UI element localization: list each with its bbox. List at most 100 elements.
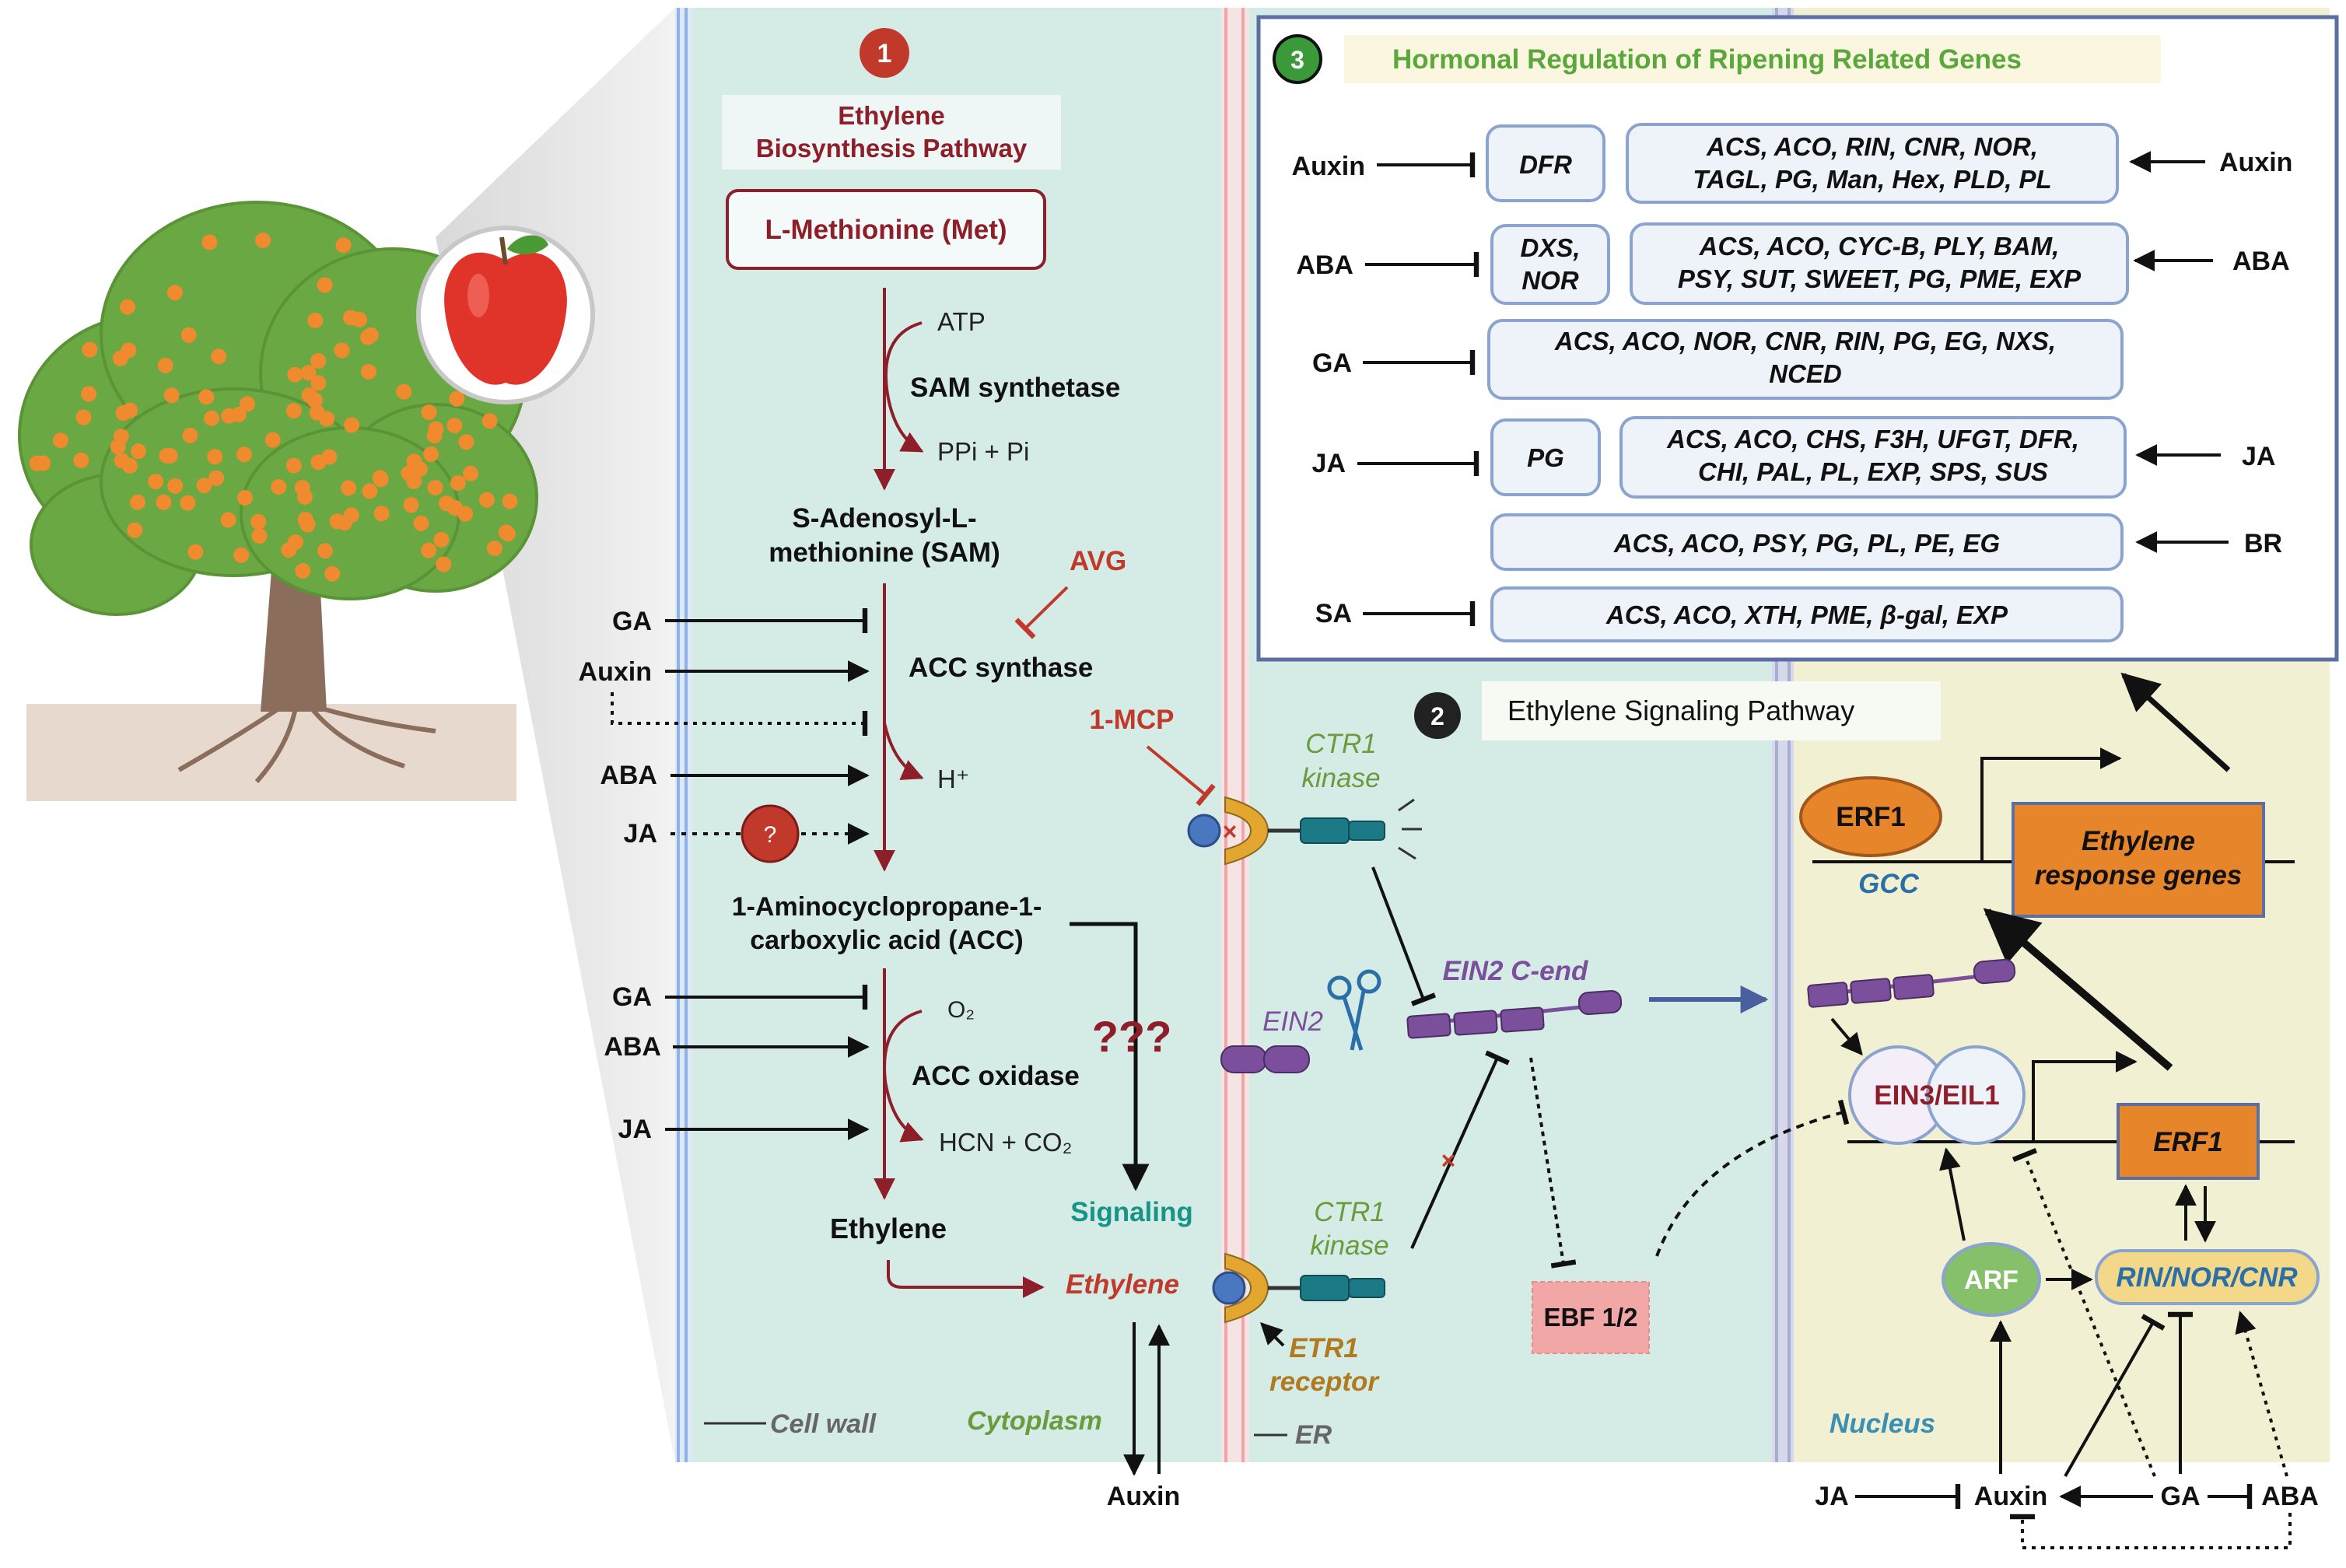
met-box: [726, 189, 1046, 270]
auxin-dotted-inhibit: [611, 692, 868, 736]
row5-genes: ACS, ACO, PSY, PG, PL, PE, EG: [1613, 529, 2000, 558]
auxin-bottom-label: Auxin: [1107, 1482, 1180, 1511]
fruit-dot: [207, 449, 223, 465]
erf1-top-label: ERF1: [1836, 802, 1905, 832]
aco-side-arrow: [883, 1010, 924, 1143]
fruit-dot: [73, 452, 89, 468]
biosynthesis-title-box: [722, 95, 1061, 170]
erf1-box: [2117, 1103, 2260, 1180]
row1-neg-genes: DFR: [1519, 150, 1572, 179]
fruit-dot: [187, 544, 204, 560]
fruit-dot: [421, 404, 437, 420]
receptor-bottom: [1212, 1252, 1385, 1324]
ein2-cend-label: EIN2 C-end: [1443, 956, 1588, 986]
er-membrane: [1221, 8, 1249, 1462]
badge-3: [1273, 34, 1322, 84]
row4-neg-box: [1490, 418, 1601, 496]
biosynthesis-title-line2: Biosynthesis Pathway: [756, 134, 1028, 163]
fruit-dot: [288, 534, 303, 551]
fruit-dot: [403, 497, 419, 513]
nuc-aba: ABA: [2261, 1482, 2319, 1511]
signaling-title-box: [1482, 681, 1941, 740]
row2-right-hormone: ABA: [2232, 247, 2290, 276]
row2-pos-line2: PSY, SUT, SWEET, PG, PME, EXP: [1678, 264, 2082, 293]
ein2-inhibit-ebf: [1529, 1057, 1577, 1269]
acs-hormone-ja: JA: [624, 819, 657, 849]
fruit-dot: [148, 474, 164, 490]
fruit-dot: [157, 357, 173, 373]
fruit-dot: [211, 348, 227, 365]
fruit-dot: [167, 478, 184, 494]
fruit-dot: [81, 386, 97, 402]
erf1-to-erg-arrow: [1983, 908, 2173, 1071]
row2-neg-line1: DXS,: [1520, 233, 1580, 262]
fruit-dot: [310, 375, 327, 391]
panel3-title-box: [1344, 35, 2161, 83]
nuc-auxin: Auxin: [1974, 1482, 2047, 1511]
row3-box: [1487, 319, 2124, 400]
fruit-dot: [294, 480, 310, 495]
arf-protein: [1942, 1242, 2041, 1317]
ethylene-to-receptor-arrow: [887, 1260, 1045, 1298]
fruit-dot: [75, 409, 92, 425]
hcn-label: HCN + CO₂: [939, 1128, 1072, 1157]
fruit-dot: [324, 565, 341, 582]
tree-roots: [177, 705, 436, 783]
cytoplasm-label: Cytoplasm: [967, 1406, 1102, 1436]
fruit-dot: [317, 543, 333, 559]
avg-inhibit: [1014, 586, 1069, 639]
fruit-dot: [130, 494, 145, 510]
fruit-dot: [285, 457, 302, 474]
scissors-icon: [1327, 969, 1381, 1051]
row3-line1: ACS, ACO, NOR, CNR, RIN, PG, EG, NXS,: [1554, 327, 2056, 355]
aba-dotted-to-rin: [2235, 1311, 2288, 1477]
fruit-dot: [502, 493, 518, 509]
fruit-dot: [360, 364, 376, 380]
fruit-dot: [335, 237, 352, 254]
fruit-dot: [481, 413, 498, 429]
acc-to-signaling-arrow: [1070, 922, 1150, 1192]
ein3-label: EIN3/EIL1: [1874, 1080, 1999, 1111]
fruit-dot: [255, 233, 271, 248]
sam-side-arrow: [884, 321, 924, 453]
row6-genes: ACS, ACO, XTH, PME, β-gal, EXP: [1605, 600, 2008, 629]
mcp-inhibit: [1146, 745, 1216, 807]
fruit-dot: [344, 417, 360, 433]
row2-left-hormone: ABA: [1296, 250, 1353, 280]
erf1-promoter-arrow: [2032, 1051, 2138, 1142]
fruit-dot: [433, 532, 450, 548]
acs-hormone-aba: ABA: [600, 761, 657, 790]
fruit-dot: [362, 483, 378, 499]
fruit-dot: [341, 480, 357, 496]
row5-box: [1490, 513, 2124, 571]
fruit-dot: [329, 513, 345, 530]
fruit-dot: [373, 471, 389, 488]
sam-synthetase-label: SAM synthetase: [910, 373, 1120, 403]
cell-wall: [675, 8, 692, 1462]
erg-box: [2012, 802, 2265, 918]
fruit-dot: [317, 277, 333, 293]
aco-hormone-aba: ABA: [604, 1032, 661, 1062]
aco-hormone-ga: GA: [612, 982, 652, 1012]
fruit-dot: [287, 366, 303, 383]
rin-box: [2095, 1249, 2320, 1305]
nuc-ga: GA: [2161, 1482, 2201, 1511]
row3-left-hormone: GA: [1312, 348, 1352, 378]
fruit-dot: [457, 506, 474, 522]
row2-neg-line2: NOR: [1521, 266, 1579, 295]
fruit-dot: [319, 411, 335, 427]
etr1-pointer: [1260, 1322, 1285, 1347]
tree-illustration: [18, 8, 675, 1462]
ctr1-bot-inhibit-ein2: [1410, 1050, 1510, 1249]
fruit-dot: [413, 515, 429, 531]
fruit-dot: [29, 455, 45, 471]
etr1-line2: receptor: [1269, 1367, 1380, 1397]
fruit-dot: [297, 512, 313, 527]
ga-dotted-inhibit-ein3: [2012, 1148, 2156, 1477]
fruit-dot: [163, 387, 180, 404]
rin-label: RIN/NOR/CNR: [2116, 1262, 2298, 1293]
acs-side-arrow: [883, 723, 924, 780]
acc-label-line2: carboxylic acid (ACC): [750, 926, 1023, 955]
fruit-dot: [110, 439, 126, 455]
fruit-dot: [412, 461, 428, 478]
